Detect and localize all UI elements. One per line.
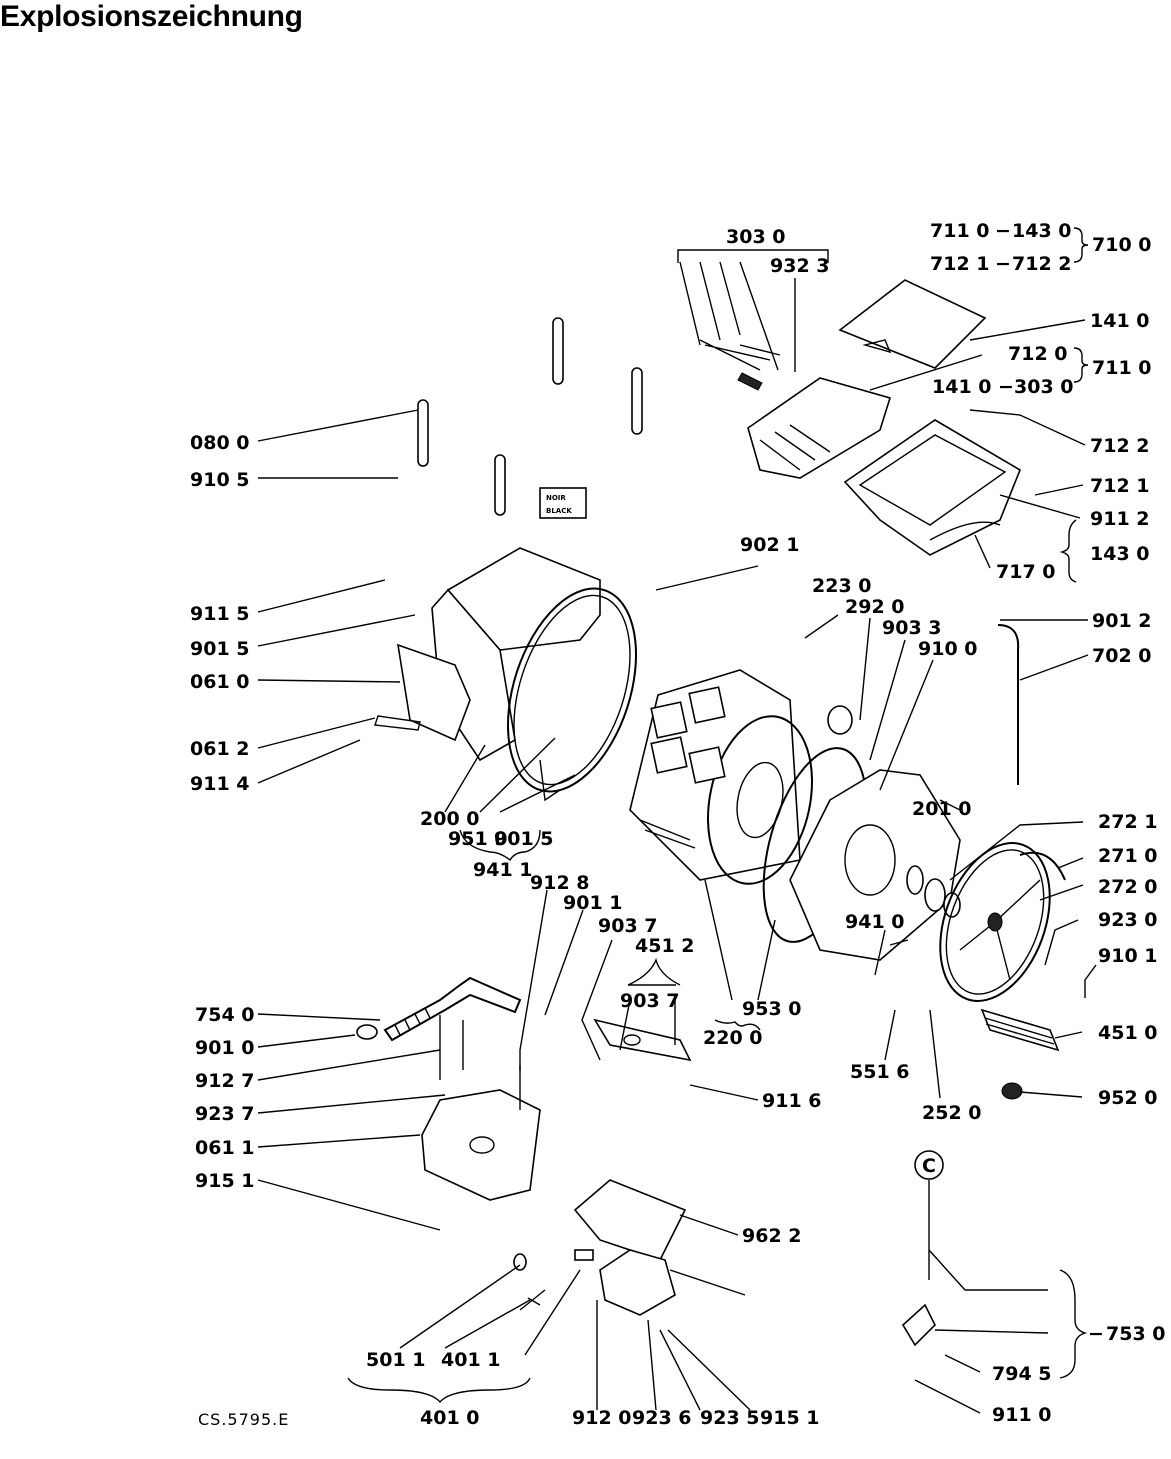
label-911-0: 911 0: [992, 1404, 1052, 1426]
minus-3: −: [998, 376, 1014, 398]
tag-noir: NOIR: [546, 494, 566, 502]
label-903-7-b: 903 7: [620, 990, 680, 1012]
label-910-0: 910 0: [918, 638, 978, 660]
label-754-0: 754 0: [195, 1004, 255, 1026]
label-551-6: 551 6: [850, 1061, 910, 1083]
label-141-0-a: 141 0: [1090, 310, 1150, 332]
label-910-1: 910 1: [1098, 945, 1158, 967]
label-901-0: 901 0: [195, 1037, 255, 1059]
label-902-1: 902 1: [740, 534, 800, 556]
label-903-7: 903 7: [598, 915, 658, 937]
shock-absorbers: [417, 317, 643, 516]
label-711-0-a: 711 0: [930, 220, 990, 242]
label-712-1-b: 712 1: [1090, 475, 1150, 497]
label-271-0: 271 0: [1098, 845, 1158, 867]
label-061-0: 061 0: [190, 671, 250, 693]
label-143-0-b: 143 0: [1090, 543, 1150, 565]
minus-4: −: [1088, 1323, 1104, 1345]
label-200-0: 200 0: [420, 808, 480, 830]
pulley-and-heater: [939, 624, 1066, 1100]
label-201-0: 201 0: [912, 798, 972, 820]
tag-black: BLACK: [546, 507, 572, 515]
label-141-0-b: 141 0: [932, 376, 992, 398]
label-710-0: 710 0: [1092, 234, 1152, 256]
thermostat-module: C: [901, 1150, 944, 1347]
motor-assembly: [513, 1179, 746, 1316]
label-932-3: 932 3: [770, 255, 830, 277]
label-712-2-b: 712 2: [1090, 435, 1150, 457]
label-143-0-a: 143 0: [1012, 220, 1072, 242]
label-912-7: 912 7: [195, 1070, 255, 1092]
label-915-1-b: 915 1: [760, 1407, 820, 1429]
label-903-3: 903 3: [882, 617, 942, 639]
label-923-5: 923 5: [700, 1407, 760, 1429]
label-952-0: 952 0: [1098, 1087, 1158, 1109]
minus-1: −: [995, 220, 1011, 242]
label-401-0: 401 0: [420, 1407, 480, 1429]
label-951-0: 951 0: [448, 828, 508, 850]
label-962-2: 962 2: [742, 1225, 802, 1247]
label-080-0: 080 0: [190, 432, 250, 454]
drawing-code: CS.5795.E: [198, 1410, 289, 1429]
label-911-5: 911 5: [190, 603, 250, 625]
label-941-0: 941 0: [845, 911, 905, 933]
leader-lines: [257, 227, 1097, 1414]
label-401-1: 401 1: [441, 1349, 501, 1371]
label-901-5-b: 901 5: [494, 828, 554, 850]
label-292-0: 292 0: [845, 596, 905, 618]
callout-labels: 303 0 932 3 711 0 − 143 0 712 1 − 712 2 …: [190, 220, 1166, 1429]
label-941-1: 941 1: [473, 859, 533, 881]
label-451-0: 451 0: [1098, 1022, 1158, 1044]
label-901-1: 901 1: [563, 892, 623, 914]
label-717-0: 717 0: [996, 561, 1056, 583]
circle-c-symbol: C: [922, 1155, 936, 1177]
label-272-0: 272 0: [1098, 876, 1158, 898]
label-901-5: 901 5: [190, 638, 250, 660]
label-303-0-b: 303 0: [1014, 376, 1074, 398]
minus-2: −: [995, 253, 1011, 275]
label-712-2-a: 712 2: [1012, 253, 1072, 275]
page-title: Explosionszeichnung: [0, 0, 303, 33]
label-753-0: 753 0: [1106, 1323, 1166, 1345]
label-915-1: 915 1: [195, 1170, 255, 1192]
label-712-0: 712 0: [1008, 343, 1068, 365]
label-252-0: 252 0: [922, 1102, 982, 1124]
label-303-0: 303 0: [726, 226, 786, 248]
outer-tub-rear: [789, 705, 961, 961]
label-923-7: 923 7: [195, 1103, 255, 1125]
label-911-6: 911 6: [762, 1090, 822, 1112]
label-702-0: 702 0: [1092, 645, 1152, 667]
label-923-6: 923 6: [632, 1407, 692, 1429]
label-911-2: 911 2: [1090, 508, 1150, 530]
label-911-4: 911 4: [190, 773, 250, 795]
label-912-0: 912 0: [572, 1407, 632, 1429]
label-912-8: 912 8: [530, 872, 590, 894]
label-223-0: 223 0: [812, 575, 872, 597]
label-272-1: 272 1: [1098, 811, 1158, 833]
label-953-0: 953 0: [742, 998, 802, 1020]
noir-black-tag: NOIR BLACK: [539, 487, 587, 519]
label-061-2: 061 2: [190, 738, 250, 760]
label-712-1-a: 712 1: [930, 253, 990, 275]
drain-hose-and-counterweight: [356, 976, 692, 1201]
label-711-0-b: 711 0: [1092, 357, 1152, 379]
label-901-2: 901 2: [1092, 610, 1152, 632]
label-501-1: 501 1: [366, 1349, 426, 1371]
label-910-5: 910 5: [190, 469, 250, 491]
label-061-1: 061 1: [195, 1137, 255, 1159]
label-451-2: 451 2: [635, 935, 695, 957]
label-923-0: 923 0: [1098, 909, 1158, 931]
outer-tub-front: [374, 547, 637, 802]
inner-drum: [629, 669, 868, 943]
detergent-drawer-assembly: [699, 279, 1021, 556]
label-220-0: 220 0: [703, 1027, 763, 1049]
label-794-5: 794 5: [992, 1363, 1052, 1385]
